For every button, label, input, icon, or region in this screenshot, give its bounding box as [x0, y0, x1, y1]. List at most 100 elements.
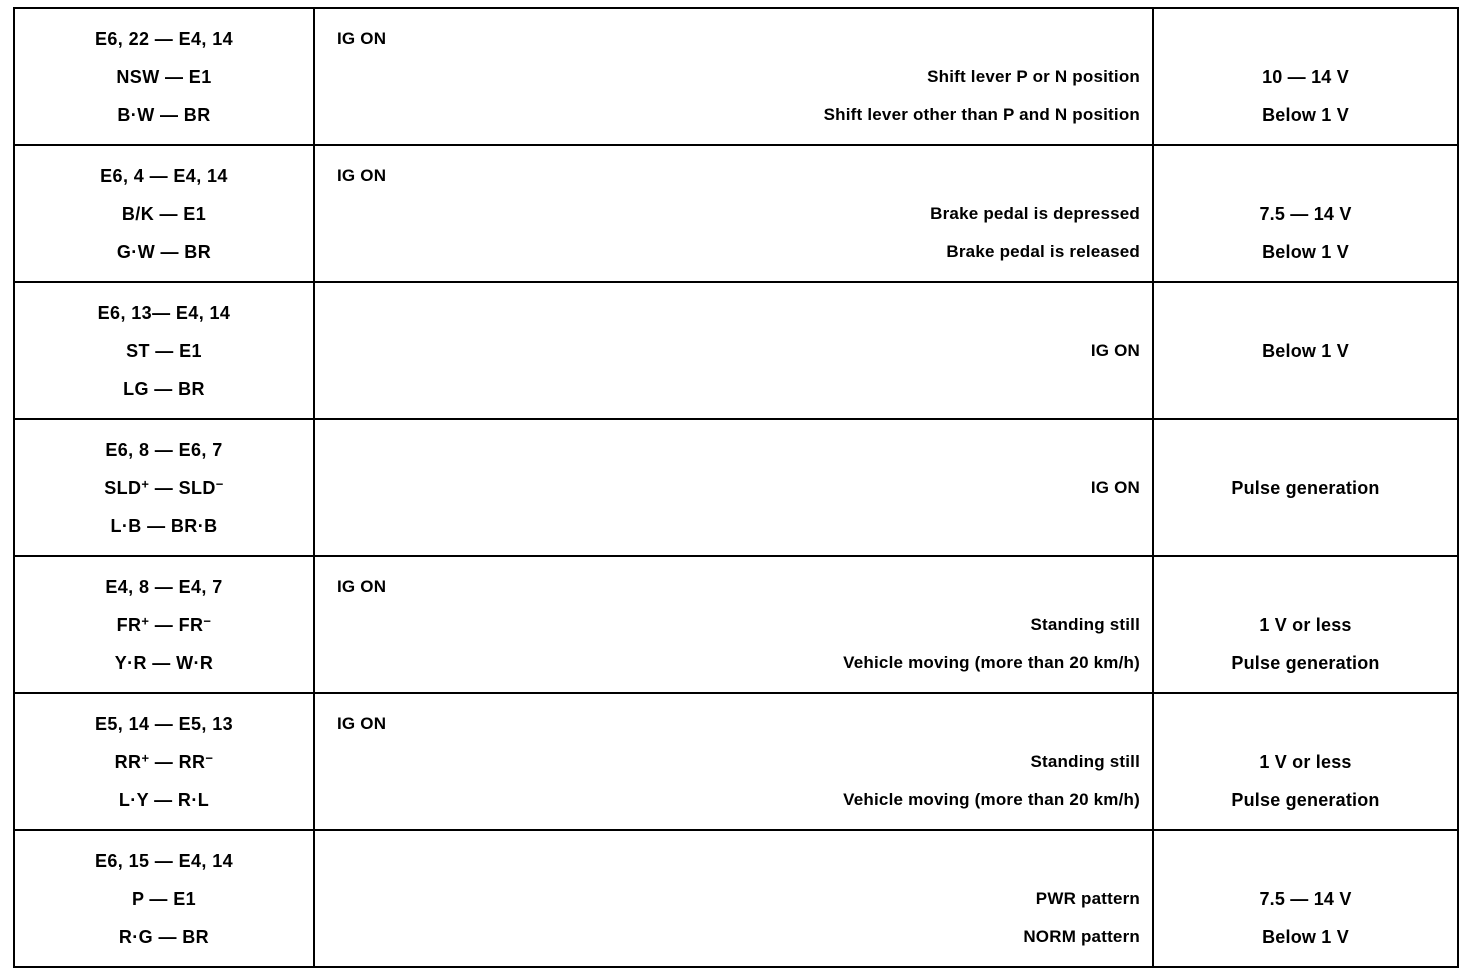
condition-lead: IG ON — [337, 577, 387, 596]
terminal-line: SLD+ — SLD− — [104, 476, 224, 498]
table-row: E6, 15 — E4, 14 P — E1 R·G — BR PWR patt… — [13, 829, 1459, 968]
condition-items: Standing still Vehicle moving (more than… — [337, 606, 1140, 682]
terminals-cell: E6, 4 — E4, 14 B/K — E1 G·W — BR — [13, 144, 315, 283]
terminals-stack: E6, 15 — E4, 14 P — E1 R·G — BR — [15, 831, 313, 966]
table-row: E6, 4 — E4, 14 B/K — E1 G·W — BR IG ON B… — [13, 144, 1459, 283]
specified-value-cell: Below 1 V — [1152, 281, 1459, 420]
condition-stack: IG ON Standing still Vehicle moving (mor… — [315, 557, 1152, 692]
terminal-line: R·G — BR — [118, 927, 210, 947]
condition-lead: IG ON — [337, 714, 387, 733]
value-stack: Pulse generation — [1154, 420, 1457, 536]
condition-stack: PWR pattern NORM pattern — [315, 831, 1152, 966]
condition-item: Standing still — [1030, 752, 1140, 771]
condition-stack: IG ON — [315, 283, 1152, 399]
terminals-cell: E6, 8 — E6, 7 SLD+ — SLD− L·B — BR·B — [13, 418, 315, 557]
terminal-line: B/K — E1 — [121, 204, 207, 224]
condition-cell: PWR pattern NORM pattern — [313, 829, 1154, 968]
condition-stack: IG ON Standing still Vehicle moving (mor… — [315, 694, 1152, 829]
condition-cell: IG ON Standing still Vehicle moving (mor… — [313, 692, 1154, 831]
terminal-line: LG — BR — [123, 379, 205, 399]
specified-value-cell: 10 — 14 V Below 1 V — [1152, 7, 1459, 146]
value-stack: 1 V or less Pulse generation — [1154, 694, 1457, 829]
specified-value-cell: 1 V or less Pulse generation — [1152, 692, 1459, 831]
terminal-line: E5, 14 — E5, 13 — [94, 714, 234, 734]
terminal-line: L·B — BR·B — [110, 516, 218, 536]
value-line: 1 V or less — [1259, 752, 1352, 772]
terminal-line: NSW — E1 — [116, 67, 212, 87]
value-line: Below 1 V — [1262, 341, 1349, 361]
table-row: E4, 8 — E4, 7 FR+ — FR− Y·R — W·R IG ON … — [13, 555, 1459, 694]
value-stack: 10 — 14 V Below 1 V — [1154, 9, 1457, 144]
condition-stack: IG ON — [315, 420, 1152, 536]
condition-stack: IG ON Brake pedal is depressed Brake ped… — [315, 146, 1152, 281]
condition-item: Shift lever P or N position — [927, 67, 1140, 86]
specified-value-cell: Pulse generation — [1152, 418, 1459, 557]
terminal-line: ST — E1 — [126, 341, 202, 361]
specified-value-cell: 7.5 — 14 V Below 1 V — [1152, 829, 1459, 968]
condition-lead: IG ON — [337, 29, 387, 48]
condition-items: IG ON — [337, 469, 1140, 507]
condition-item: PWR pattern — [1035, 889, 1140, 908]
page-canvas: E6, 22 — E4, 14 NSW — E1 B·W — BR IG ON … — [13, 7, 1459, 968]
condition-item: Brake pedal is depressed — [930, 204, 1140, 223]
terminals-stack: E6, 13— E4, 14 ST — E1 LG — BR — [15, 283, 313, 418]
terminal-line: E6, 8 — E6, 7 — [105, 440, 223, 460]
terminal-line: B·W — BR — [117, 105, 211, 125]
condition-items: IG ON — [337, 332, 1140, 370]
value-line: Below 1 V — [1262, 927, 1349, 947]
terminals-stack: E6, 4 — E4, 14 B/K — E1 G·W — BR — [15, 146, 313, 281]
terminals-cell: E6, 22 — E4, 14 NSW — E1 B·W — BR — [13, 7, 315, 146]
value-line: Pulse generation — [1231, 790, 1380, 810]
terminal-line: E4, 8 — E4, 7 — [105, 577, 223, 597]
terminals-stack: E5, 14 — E5, 13 RR+ — RR− L·Y — R·L — [15, 694, 313, 829]
terminal-line: E6, 13— E4, 14 — [97, 303, 231, 323]
terminal-line: FR+ — FR− — [116, 613, 212, 635]
table-row: E5, 14 — E5, 13 RR+ — RR− L·Y — R·L IG O… — [13, 692, 1459, 831]
value-line: Below 1 V — [1262, 242, 1349, 262]
terminal-line: P — E1 — [131, 889, 197, 909]
value-stack: Below 1 V — [1154, 283, 1457, 399]
terminal-line: E6, 4 — E4, 14 — [100, 166, 228, 186]
table-row: E6, 13— E4, 14 ST — E1 LG — BR IG ON Bel… — [13, 281, 1459, 420]
condition-items: Brake pedal is depressed Brake pedal is … — [337, 195, 1140, 271]
terminals-stack: E6, 22 — E4, 14 NSW — E1 B·W — BR — [15, 9, 313, 144]
value-line: Below 1 V — [1262, 105, 1349, 125]
condition-item: Standing still — [1030, 615, 1140, 634]
terminals-stack: E4, 8 — E4, 7 FR+ — FR− Y·R — W·R — [15, 557, 313, 692]
condition-items: Shift lever P or N position Shift lever … — [337, 58, 1140, 134]
condition-cell: IG ON Shift lever P or N position Shift … — [313, 7, 1154, 146]
condition-item: Vehicle moving (more than 20 km/h) — [843, 653, 1140, 672]
condition-items: PWR pattern NORM pattern — [337, 880, 1140, 956]
value-line: 7.5 — 14 V — [1259, 204, 1352, 224]
terminal-inspection-table: E6, 22 — E4, 14 NSW — E1 B·W — BR IG ON … — [13, 7, 1459, 968]
condition-stack: IG ON Shift lever P or N position Shift … — [315, 9, 1152, 144]
value-line: 7.5 — 14 V — [1259, 889, 1352, 909]
value-line: 1 V or less — [1259, 615, 1352, 635]
condition-item: Vehicle moving (more than 20 km/h) — [843, 790, 1140, 809]
condition-item: IG ON — [1090, 478, 1140, 497]
terminal-line: G·W — BR — [116, 242, 212, 262]
condition-cell: IG ON Brake pedal is depressed Brake ped… — [313, 144, 1154, 283]
condition-item: NORM pattern — [1023, 927, 1140, 946]
condition-cell: IG ON — [313, 418, 1154, 557]
terminal-line: L·Y — R·L — [118, 790, 210, 810]
table-body: E6, 22 — E4, 14 NSW — E1 B·W — BR IG ON … — [13, 7, 1459, 968]
value-line: 10 — 14 V — [1262, 67, 1349, 87]
terminals-stack: E6, 8 — E6, 7 SLD+ — SLD− L·B — BR·B — [15, 420, 313, 555]
terminal-line: Y·R — W·R — [114, 653, 214, 673]
table-row: E6, 22 — E4, 14 NSW — E1 B·W — BR IG ON … — [13, 7, 1459, 146]
value-stack: 7.5 — 14 V Below 1 V — [1154, 146, 1457, 281]
terminal-line: RR+ — RR− — [114, 750, 214, 772]
condition-item: Shift lever other than P and N position — [823, 105, 1140, 124]
value-line: Pulse generation — [1231, 653, 1380, 673]
terminals-cell: E6, 13— E4, 14 ST — E1 LG — BR — [13, 281, 315, 420]
condition-item: IG ON — [1090, 341, 1140, 360]
specified-value-cell: 7.5 — 14 V Below 1 V — [1152, 144, 1459, 283]
condition-cell: IG ON — [313, 281, 1154, 420]
terminals-cell: E5, 14 — E5, 13 RR+ — RR− L·Y — R·L — [13, 692, 315, 831]
terminals-cell: E4, 8 — E4, 7 FR+ — FR− Y·R — W·R — [13, 555, 315, 694]
value-stack: 1 V or less Pulse generation — [1154, 557, 1457, 692]
value-stack: 7.5 — 14 V Below 1 V — [1154, 831, 1457, 966]
specified-value-cell: 1 V or less Pulse generation — [1152, 555, 1459, 694]
condition-items: Standing still Vehicle moving (more than… — [337, 743, 1140, 819]
